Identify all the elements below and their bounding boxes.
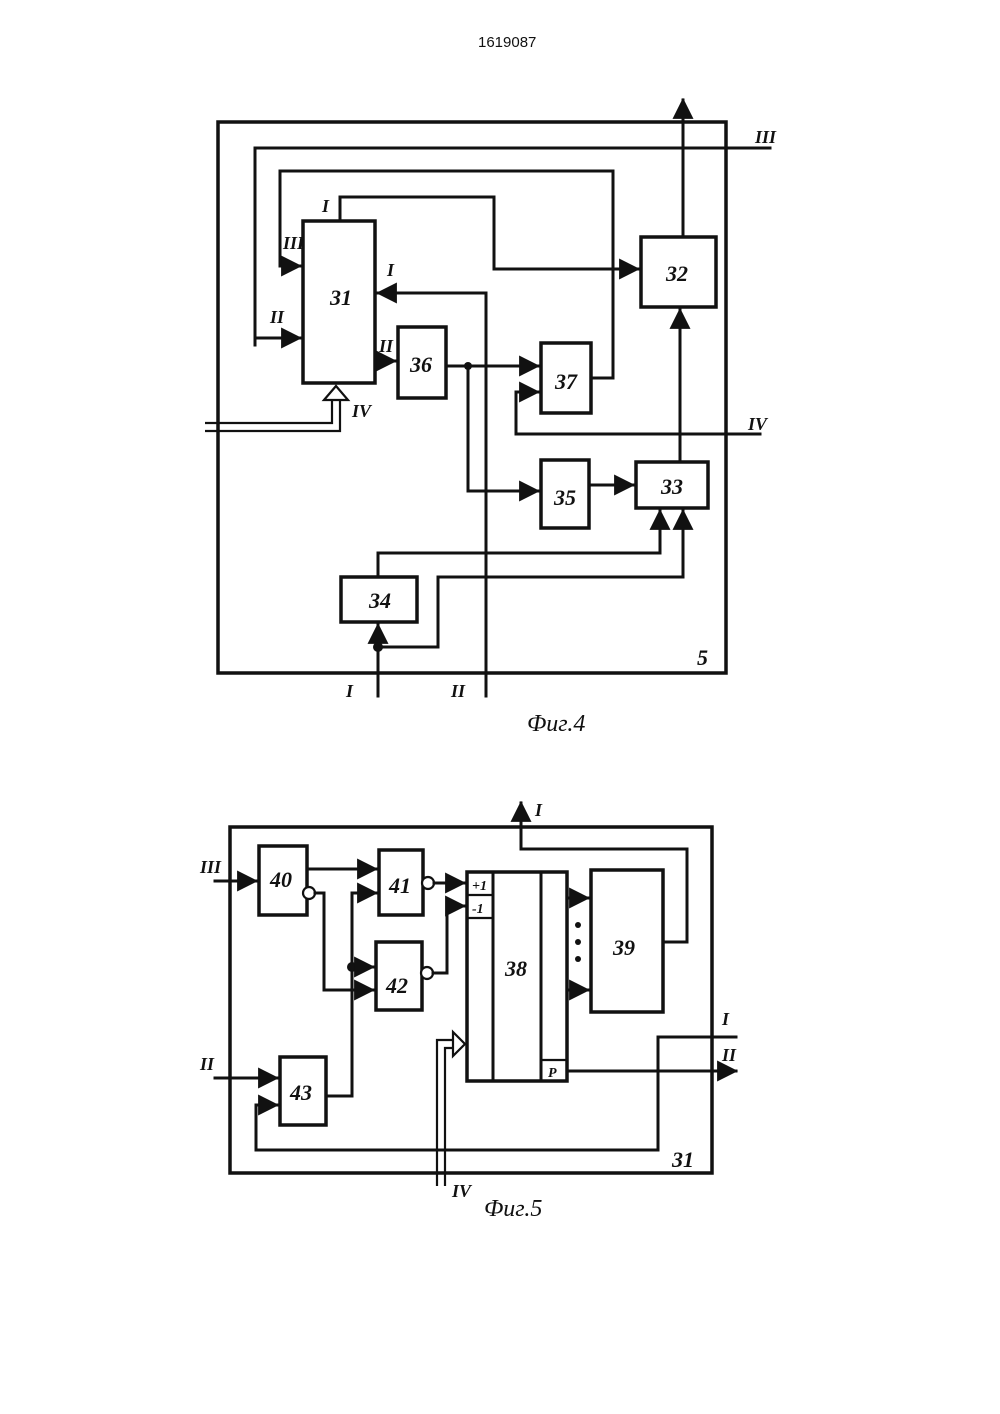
sig-out-i-top: I: [321, 196, 330, 216]
label-43: 43: [289, 1080, 312, 1105]
label-42: 42: [385, 973, 408, 998]
sig-in-iv: IV: [351, 401, 373, 421]
counter-minus-1: -1: [472, 902, 484, 917]
label-31: 31: [329, 285, 352, 310]
module-5-frame: [218, 122, 726, 673]
label-40: 40: [269, 867, 292, 892]
line-34-to-33: [378, 511, 660, 577]
dot-2: [575, 939, 581, 945]
figure-5: [215, 803, 736, 1186]
inverter-40: [303, 887, 315, 899]
sig-in-i-left: I: [386, 260, 395, 280]
document-number: 1619087: [478, 34, 536, 51]
line-31-i-to-32: [340, 197, 638, 269]
sig-in-ii: II: [269, 307, 285, 327]
caption-fig4: Фиг.4: [527, 711, 585, 737]
label-37: 37: [554, 369, 578, 394]
line-43-to-41: [326, 893, 376, 1096]
counter-plus-1: +1: [472, 879, 487, 894]
bus-iv-arrow: [324, 386, 348, 400]
bus-iv-b-fig5: [445, 1048, 455, 1186]
sig5-out-i-right: I: [721, 1009, 730, 1029]
dot-1: [575, 922, 581, 928]
bus-iv-arrow-fig5: [453, 1032, 465, 1056]
label-39: 39: [612, 935, 635, 960]
label-32: 32: [665, 261, 688, 286]
sig-bus-iv: IV: [747, 414, 769, 434]
label-38: 38: [504, 956, 527, 981]
sig5-out-ii-right: II: [721, 1045, 737, 1065]
line-40-to-42: [315, 893, 373, 990]
inverter-42: [421, 967, 433, 979]
sig-out-ii: II: [378, 336, 394, 356]
label-34: 34: [368, 588, 391, 613]
label-41: 41: [388, 873, 411, 898]
label-35: 35: [553, 485, 576, 510]
sig-bottom-i: I: [345, 681, 354, 701]
figure-4: [205, 100, 770, 696]
sig5-in-iv: IV: [451, 1181, 473, 1201]
sig5-out-i-top: I: [534, 800, 543, 820]
sig5-in-iii: III: [199, 857, 222, 877]
inverter-41: [422, 877, 434, 889]
bus-iv-a: [205, 398, 332, 423]
caption-fig5: Фиг.5: [484, 1196, 542, 1222]
bus-iv-b: [205, 398, 340, 431]
counter-p: P: [548, 1066, 557, 1081]
dot-3: [575, 956, 581, 962]
module-5-label: 5: [697, 645, 708, 670]
module-31-label: 31: [671, 1147, 694, 1172]
line-36-to-35: [468, 366, 538, 491]
line-42-to-minus: [433, 906, 464, 973]
label-36: 36: [409, 352, 432, 377]
sig5-in-ii: II: [199, 1054, 215, 1074]
label-33: 33: [660, 474, 683, 499]
sig-bottom-ii: II: [450, 681, 466, 701]
line-i-to-33: [378, 511, 683, 647]
sig-in-iii: III: [282, 233, 305, 253]
sig-bus-iii: III: [754, 127, 777, 147]
